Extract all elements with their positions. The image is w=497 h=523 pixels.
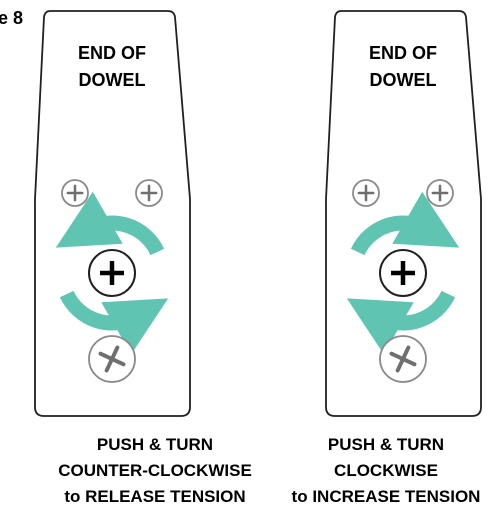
caption-left: PUSH & TURN COUNTER-CLOCKWISE to RELEASE… <box>40 432 270 510</box>
caption-line: PUSH & TURN <box>96 435 214 454</box>
dowel-header-line: DOWEL <box>370 70 437 90</box>
rotation-arrow <box>346 290 456 355</box>
screw-icon <box>379 335 427 383</box>
dowel-plate-right: END OF DOWEL <box>325 10 482 417</box>
knob-plus-icon <box>88 249 136 297</box>
rotation-arrow <box>350 191 460 256</box>
figure-label: e 8 <box>0 8 24 28</box>
caption-line: CLOCKWISE <box>334 461 438 480</box>
screw-icon <box>61 179 89 207</box>
screw-icon <box>135 179 163 207</box>
caption-right: PUSH & TURN CLOCKWISE to INCREASE TENSIO… <box>271 432 497 510</box>
screw-icon <box>88 335 136 383</box>
rotation-arrow <box>59 290 169 355</box>
caption-line: PUSH & TURN <box>327 435 445 454</box>
knob-plus-icon <box>379 249 427 297</box>
caption-line: to RELEASE TENSION <box>64 487 246 506</box>
dowel-header-line: DOWEL <box>79 70 146 90</box>
dowel-header-line: END OF <box>369 43 437 63</box>
caption-line: to INCREASE TENSION <box>291 487 481 506</box>
rotation-arrow <box>55 191 165 256</box>
caption-line: COUNTER-CLOCKWISE <box>58 461 252 480</box>
dowel-plate-left: END OF DOWEL <box>34 10 191 417</box>
screw-icon <box>352 179 380 207</box>
dowel-header-line: END OF <box>78 43 146 63</box>
screw-icon <box>426 179 454 207</box>
